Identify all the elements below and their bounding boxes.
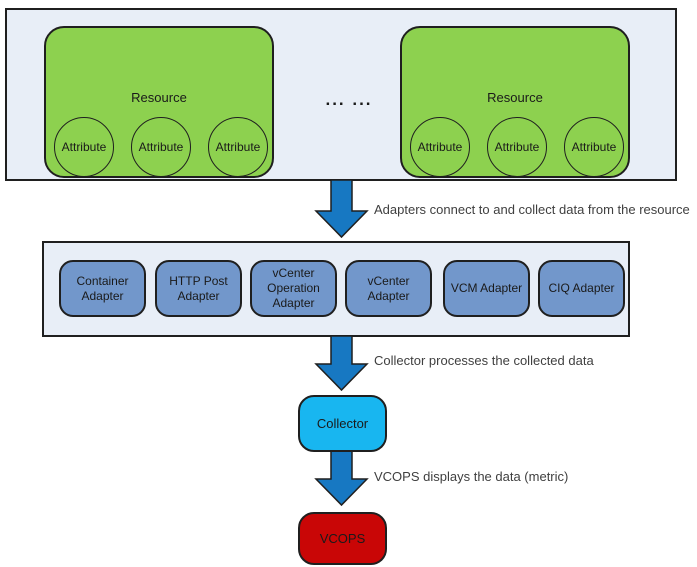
resource-box: Resource Attribute Attribute Attribute — [44, 26, 274, 178]
adapter-box: vCenter Adapter — [345, 260, 432, 317]
ellipsis-separator: ... ... — [325, 90, 373, 109]
attribute-label: Attribute — [494, 140, 540, 154]
attribute-label: Attribute — [417, 140, 463, 154]
attribute-circle: Attribute — [564, 117, 624, 177]
resources-panel: Resource Attribute Attribute Attribute .… — [5, 8, 677, 181]
adapter-label: VCM Adapter — [450, 281, 523, 295]
attribute-label: Attribute — [61, 140, 107, 154]
annotation-adapters: Adapters connect to and collect data fro… — [374, 202, 690, 217]
resource-label: Resource — [131, 90, 187, 105]
vcops-box: VCOPS — [298, 512, 387, 565]
attribute-circle: Attribute — [131, 117, 191, 177]
adapter-label: vCenter Operation Adapter — [267, 266, 320, 310]
annotation-vcops: VCOPS displays the data (metric) — [374, 469, 569, 484]
attribute-circle: Attribute — [208, 117, 268, 177]
adapter-box: CIQ Adapter — [538, 260, 625, 317]
resource-label: Resource — [487, 90, 543, 105]
adapter-label: vCenter Adapter — [367, 273, 410, 303]
adapter-box: vCenter Operation Adapter — [250, 260, 337, 317]
adapter-box: Container Adapter — [59, 260, 146, 317]
attribute-label: Attribute — [571, 140, 617, 154]
adapter-label: Container Adapter — [76, 273, 129, 303]
down-arrow-icon — [314, 450, 369, 507]
attribute-circle: Attribute — [54, 117, 114, 177]
attribute-label: Attribute — [138, 140, 184, 154]
attribute-circle: Attribute — [487, 117, 547, 177]
resource-box: Resource Attribute Attribute Attribute — [400, 26, 630, 178]
collector-box: Collector — [298, 395, 387, 452]
attribute-label: Attribute — [215, 140, 261, 154]
adapter-box: HTTP Post Adapter — [155, 260, 242, 317]
down-arrow-icon — [314, 179, 369, 239]
adapter-label: HTTP Post Adapter — [169, 273, 228, 303]
adapter-box: VCM Adapter — [443, 260, 530, 317]
collector-label: Collector — [316, 416, 369, 431]
adapter-label: CIQ Adapter — [548, 281, 615, 295]
annotation-collector: Collector processes the collected data — [374, 353, 594, 368]
attribute-circle: Attribute — [410, 117, 470, 177]
down-arrow-icon — [314, 335, 369, 392]
vcops-label: VCOPS — [319, 531, 366, 546]
